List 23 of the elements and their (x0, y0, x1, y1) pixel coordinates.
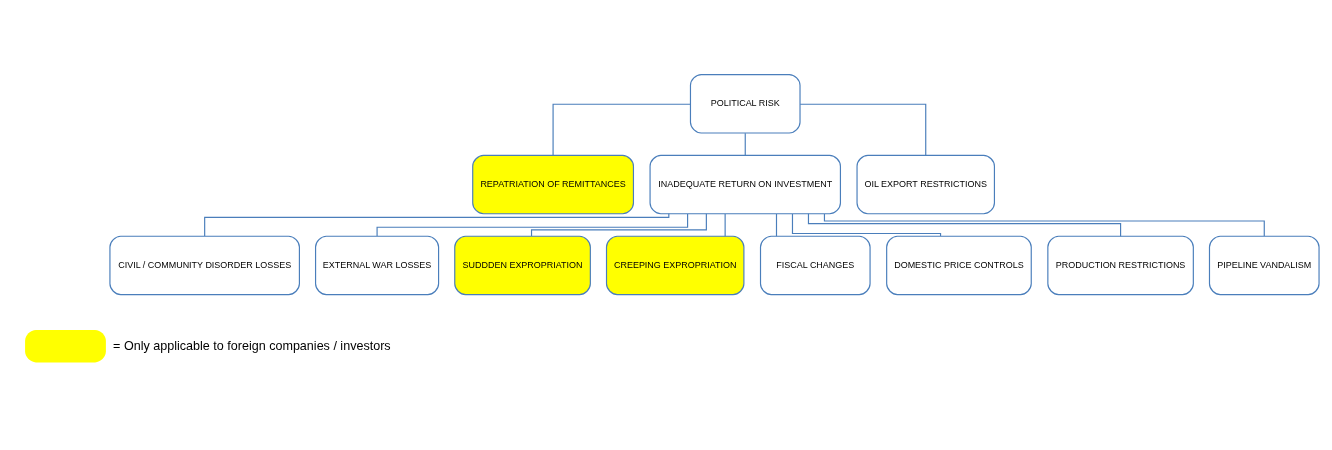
node-box: PIPELINE VANDALISM (1208, 235, 1320, 296)
node-box: POLITICAL RISK (689, 74, 801, 134)
connector (775, 213, 778, 237)
node-box: OIL EXPORT RESTRICTIONS (856, 154, 995, 215)
node-box: EXTERNAL WAR LOSSES (315, 235, 440, 296)
node-box: INADEQUATE RETURN ON INVESTMENT (649, 154, 841, 215)
connector (791, 213, 942, 237)
node-box: CIVIL / COMMUNITY DISORDER LOSSES (109, 235, 300, 296)
node-box: DOMESTIC PRICE CONTROLS (886, 235, 1032, 296)
connector (376, 213, 689, 237)
node-box: REPATRIATION OF REMITTANCES (472, 154, 635, 215)
node-box: CREEPING EXPROPRIATION (605, 235, 745, 296)
connector (552, 103, 691, 156)
node-box: FISCAL CHANGES (759, 235, 871, 296)
legend-label: = Only applicable to foreign companies / investors (113, 338, 391, 353)
connector (724, 213, 726, 237)
connector (799, 103, 927, 156)
connector (530, 213, 707, 237)
connector (204, 213, 670, 237)
node-box: PRODUCTION RESTRICTIONS (1047, 235, 1194, 296)
connector (744, 132, 746, 156)
node-box: SUDDDEN EXPROPRIATION (454, 235, 591, 296)
connector (807, 213, 1122, 237)
